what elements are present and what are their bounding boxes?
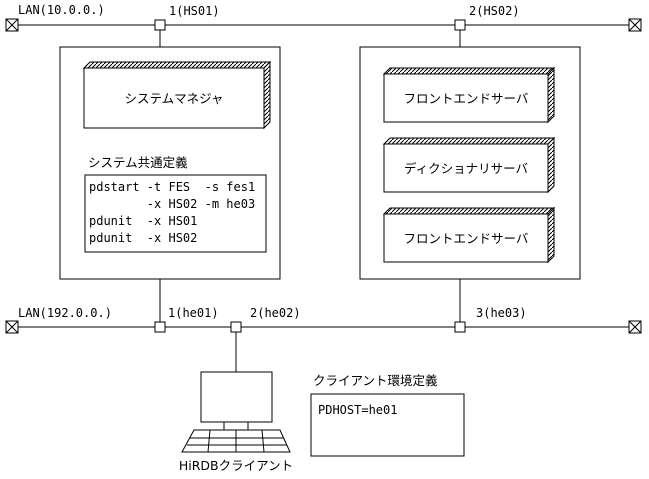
server-system-manager: システムマネジャ [82, 60, 272, 130]
definition-line: pdunit -x HS02 [89, 231, 197, 245]
lan-top-node2-label: 2(HS02) [469, 4, 520, 18]
definition-line: pdunit -x HS01 [89, 214, 197, 228]
terminator-icon [628, 18, 642, 32]
lan-top: LAN(10.0.0.) 1(HS01) 2(HS02) [5, 3, 642, 32]
lan-bottom: LAN(192.0.0.) 1(he01) 2(he02) 3(he03) [5, 306, 642, 334]
server-dictionary: ディクショナリサーバ [382, 136, 556, 194]
lan-top-label: LAN(10.0.0.) [18, 3, 105, 17]
server-label: ディクショナリサーバ [404, 161, 528, 176]
client-definition-title: クライアント環境定義 [313, 373, 438, 388]
system-definition-box [84, 174, 267, 253]
system-definition-title: システム共通定義 [88, 155, 188, 170]
lan-top-node1-label: 1(HS01) [169, 4, 220, 18]
server-label: システムマネジャ [124, 91, 223, 106]
lan-bottom-node2-label: 2(he02) [250, 306, 301, 320]
server-front-end-1: フロントエンドサーバ [382, 66, 556, 124]
lan-bottom-label: LAN(192.0.0.) [18, 306, 112, 320]
lan-top-node1-port [154, 19, 166, 31]
terminator-icon [5, 18, 19, 32]
definition-line: pdstart -t FES -s fes1 [89, 180, 255, 194]
lan-bottom-node1-port [154, 321, 166, 333]
terminator-icon [5, 320, 19, 334]
host-2: フロントエンドサーバ ディクショナリサーバ フロントエンドサーバ [359, 46, 581, 280]
lan-top-node2-port [454, 19, 466, 31]
server-label: フロントエンドサーバ [404, 91, 529, 106]
server-label: フロントエンドサーバ [404, 231, 529, 246]
server-front-end-2: フロントエンドサーバ [382, 206, 556, 264]
lan-bottom-node3-label: 3(he03) [476, 306, 527, 320]
client-definition-line: PDHOST=he01 [318, 403, 397, 417]
client-definition-box [310, 393, 465, 457]
definition-line: -x HS02 -m he03 [89, 197, 255, 211]
lan-bottom-node3-port [454, 321, 466, 333]
host-1: システムマネジャ システム共通定義 pdstart -t FES -s fes1… [59, 46, 281, 280]
lan-bottom-node1-label: 1(he01) [168, 306, 219, 320]
client-label: HiRDBクライアント [179, 458, 293, 473]
terminator-icon [628, 320, 642, 334]
client-computer-icon [181, 371, 291, 453]
lan-bottom-node2-port [230, 321, 242, 333]
